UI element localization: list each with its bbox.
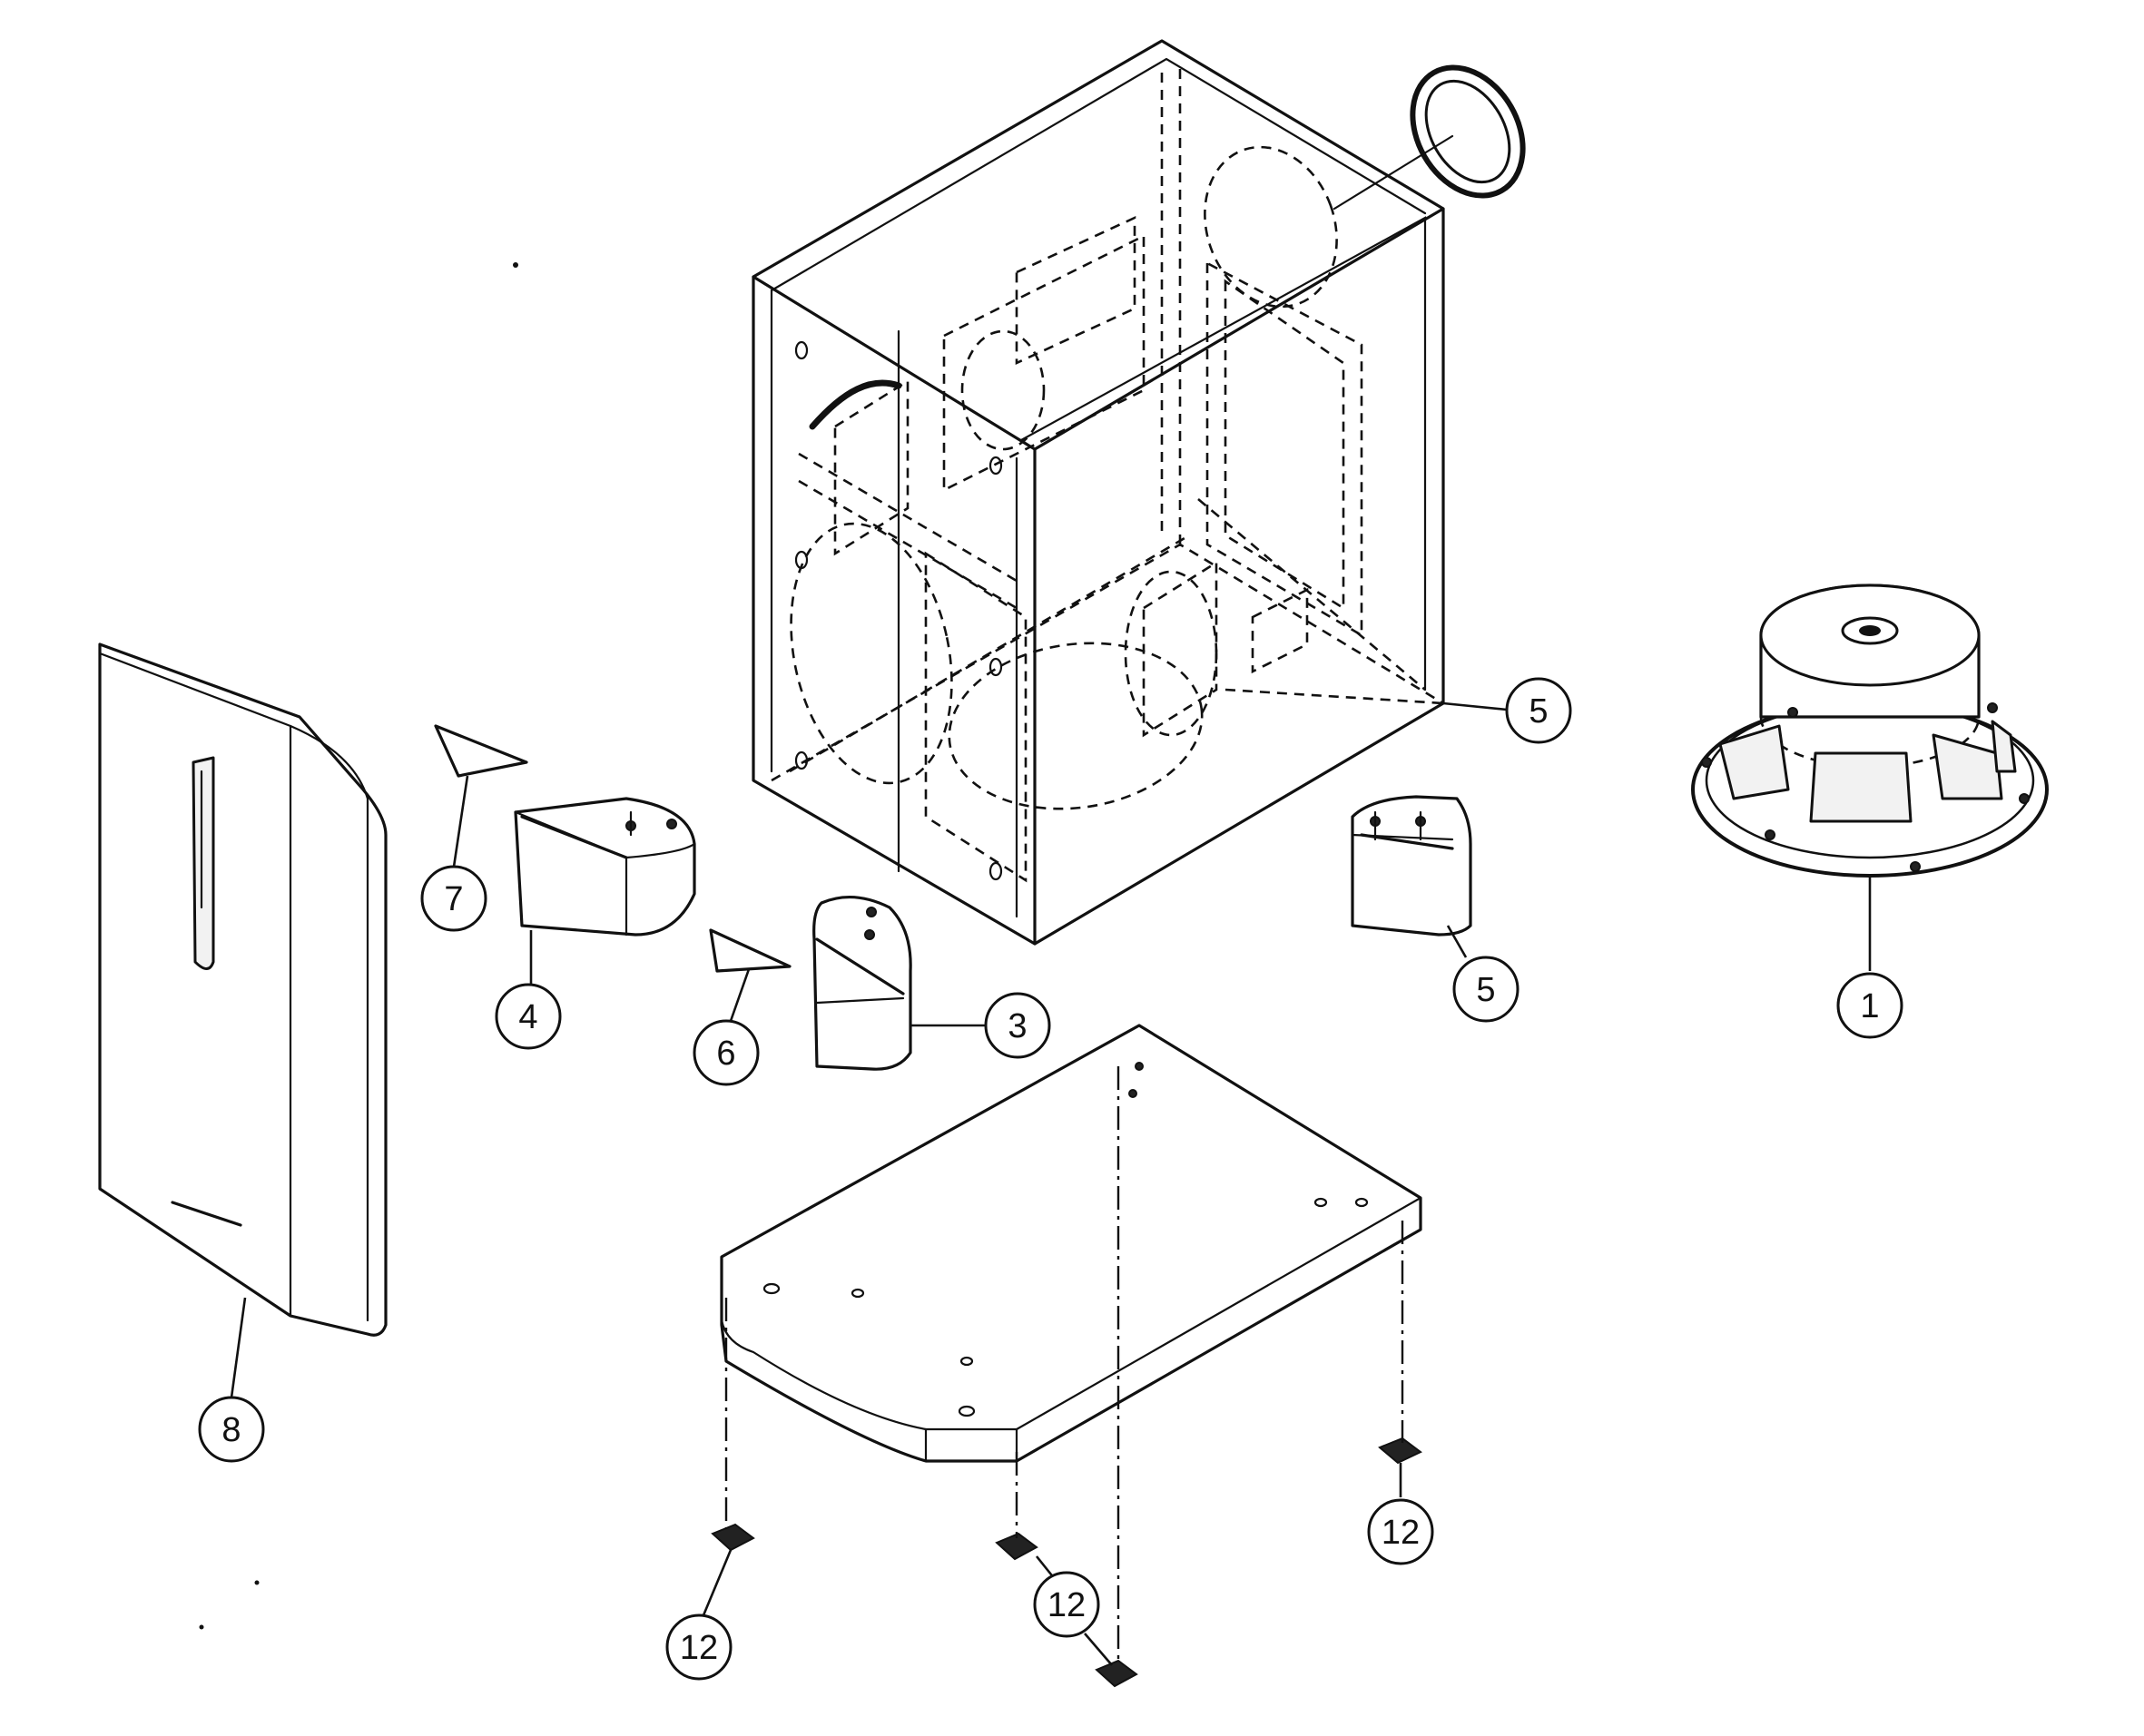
speck <box>513 262 518 268</box>
callout-12a-label: 12 <box>680 1629 718 1667</box>
callout-5-bottom: 5 <box>1452 956 1519 1023</box>
callout-12-right: 12 <box>1367 1498 1434 1565</box>
callout-6: 6 <box>693 1019 760 1086</box>
callout-5b-label: 5 <box>1476 971 1495 1009</box>
callout-12-left: 12 <box>665 1613 733 1681</box>
callout-8: 8 <box>198 1396 265 1463</box>
callout-3-label: 3 <box>1008 1007 1027 1045</box>
callout-6-label: 6 <box>716 1035 735 1073</box>
callout-8-label: 8 <box>221 1411 241 1449</box>
callout-3: 3 <box>984 992 1051 1059</box>
speck <box>199 1624 204 1630</box>
callout-4: 4 <box>495 983 562 1050</box>
corner-block-5 <box>1351 795 1472 937</box>
front-grille <box>98 642 388 1337</box>
callout-12c-label: 12 <box>1382 1514 1420 1552</box>
callout-4-label: 4 <box>518 998 537 1036</box>
callout-12b-label: 12 <box>1047 1586 1086 1624</box>
rubber-feet <box>711 1437 1422 1688</box>
callout-7-label: 7 <box>444 880 463 918</box>
triangle-brace-6 <box>709 928 792 973</box>
port-ring <box>1333 64 1526 211</box>
callout-5a-label: 5 <box>1529 692 1548 731</box>
woofer-speaker <box>1691 584 2049 878</box>
speck <box>254 1580 260 1585</box>
callout-7: 7 <box>420 865 487 932</box>
leader-lines <box>230 701 1872 1666</box>
corner-block-3 <box>812 895 912 1071</box>
corner-block-4 <box>514 797 696 937</box>
callout-1: 1 <box>1836 972 1903 1039</box>
triangle-brace-7 <box>434 724 528 778</box>
base-plate <box>720 1024 1422 1463</box>
callout-5-top: 5 <box>1505 677 1572 744</box>
callout-12-middle: 12 <box>1033 1571 1100 1638</box>
speaker-cabinet <box>752 39 1445 946</box>
callout-1-label: 1 <box>1860 987 1879 1025</box>
